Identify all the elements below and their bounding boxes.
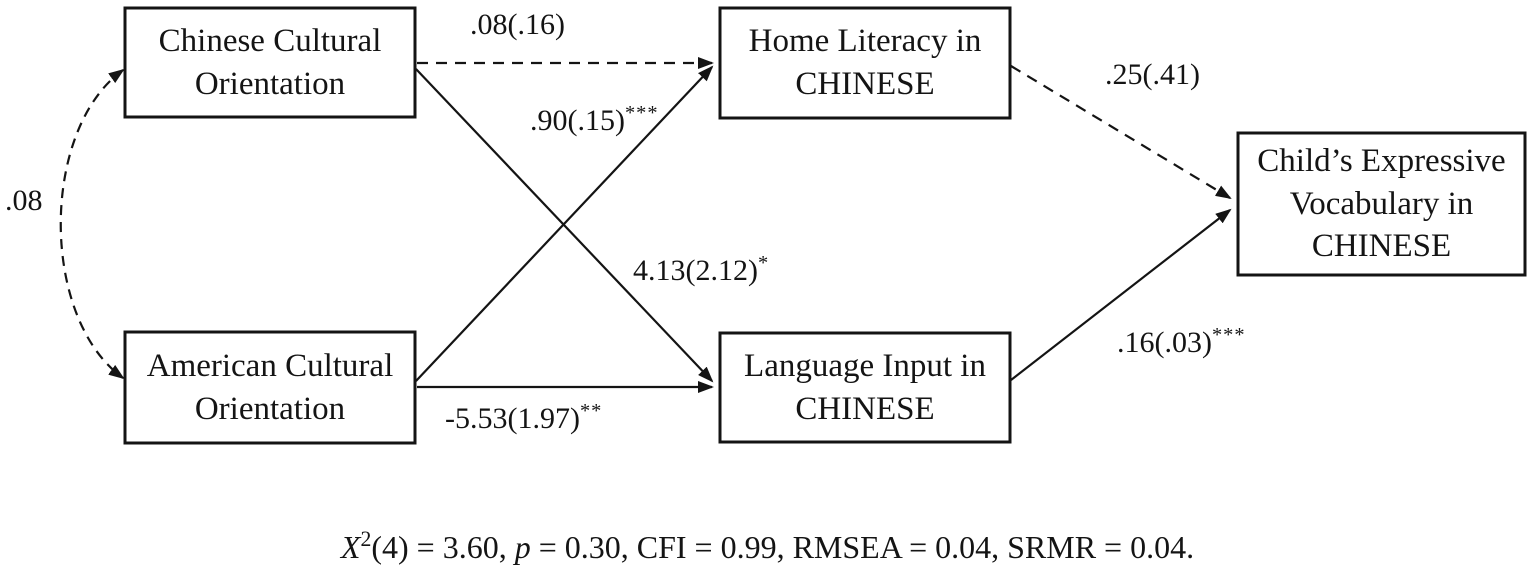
node-box-american-cultural-orientation [123,330,417,445]
node-box-language-input [718,331,1012,444]
node-box-child-vocabulary [1236,131,1527,277]
node-box-home-literacy [718,6,1012,120]
covariance-double-arrow [59,68,125,380]
arrow-american-to-home-literacy [415,65,714,382]
node-box-chinese-cultural-orientation [123,6,417,119]
arrow-language-input-to-vocabulary [1010,208,1232,381]
arrow-home-literacy-to-vocabulary [1010,65,1232,200]
